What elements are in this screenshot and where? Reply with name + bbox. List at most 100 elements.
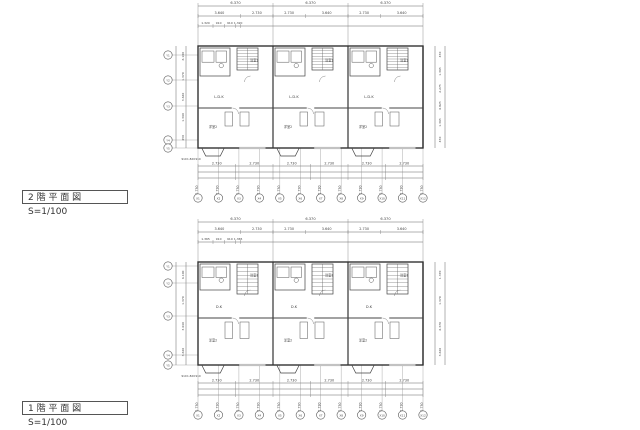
door-swing [382,317,389,325]
grid-label: X6 [298,196,302,200]
vertical-dimension-label: 450 [181,135,185,141]
grid-bubble [377,193,387,203]
dimension-label: 910 [216,21,222,25]
toilet-fixture [290,266,302,278]
grid-label: X1 [196,413,200,417]
grid-bubble [254,193,264,203]
dimension-label: 6.370 [380,217,391,221]
door-swing [319,75,326,83]
bath-fixture [201,266,215,278]
grid-bubble [357,193,367,203]
bath-fixture [201,50,215,63]
vertical-dimension-label: 2.730 [236,185,240,194]
dimension-label: 2.730 [362,162,372,166]
axis-label: Y3 [166,314,170,318]
dimension-label: 1.820 [187,157,195,161]
grid-bubble [163,261,173,271]
toilet-fixture [365,50,377,63]
grid-bubble [418,410,428,420]
axis-label: Y4 [166,138,170,142]
grid-bubble [275,193,285,203]
room-label: 洋室2 [359,124,367,129]
grid-bubble [213,410,223,420]
grid-label: X5 [278,413,282,417]
room-label: L.D.K [364,95,374,99]
grid-bubble [234,193,244,203]
axis-label: Y5 [166,363,170,367]
dimension-label: 910 [227,21,233,25]
vertical-dimension-label: 2.730 [256,402,260,411]
vertical-dimension-label: 2.730 [420,402,424,411]
door-swing [394,75,401,83]
vertical-dimension-label: 1.365 [438,67,442,76]
dimension-label: 6.370 [380,1,391,5]
room-label: 洋室2 [209,338,217,343]
room-label: L.D.K [214,95,224,99]
room-label: 洋室2 [284,338,292,343]
grid-label: X3 [237,413,241,417]
grid-bubble [163,75,173,85]
dimension-label: 910 [227,237,233,241]
grid-bubble [234,410,244,420]
dimension-label: 3.640 [322,11,332,15]
wash-basin [218,277,224,283]
grid-bubble [163,360,173,370]
axis-label: Y4 [166,353,170,357]
vertical-dimension-label: 2.730 [400,402,404,411]
dimension-label: 910 [181,157,187,161]
grid-bubble [398,410,408,420]
grid-bubble [163,311,173,321]
wet-area [199,47,231,77]
dimension-label: 2.730 [399,379,409,383]
grid-bubble [398,193,408,203]
dimension-label: 2.730 [249,162,259,166]
grid-label: X2 [217,196,221,200]
bay-window [201,364,225,374]
vertical-dimension-label: 1.370 [438,296,442,305]
vertical-dimension-label: 2.730 [297,402,301,411]
vertical-dimension-label: 3.640 [181,348,185,357]
bath-fixture [351,266,365,278]
grid-bubble [193,193,203,203]
vertical-dimension-label: 2.730 [400,185,404,194]
grid-bubble [193,410,203,420]
grid-label: X2 [217,413,221,417]
grid-bubble [213,193,223,203]
vertical-dimension-label: 2.730 [359,185,363,194]
dimension-label: 3.640 [322,227,332,231]
door-swing [307,107,314,115]
wash-basin [293,63,299,69]
dimension-label: 1.365 [234,237,243,241]
bath-fixture [276,50,290,63]
grid-label: X5 [278,196,282,200]
grid-bubble [377,410,387,420]
axis-label: Y2 [166,78,170,82]
second-floor-title: 2 階 平 面 図 S=1/100 [22,190,128,217]
room-label: 洋室2 [284,124,292,129]
vertical-dimension-label: 3.640 [438,348,442,357]
grid-label: X6 [298,413,302,417]
dimension-label: 2.730 [252,227,262,231]
vertical-dimension-label: 2.730 [195,185,199,194]
dimension-label: 1.320 [234,21,243,25]
grid-label: X8 [339,196,343,200]
vertical-dimension-label: 6.370 [438,322,442,331]
vertical-dimension-label: 2.730 [215,402,219,411]
closet [239,111,250,127]
door-swing [244,289,251,297]
grid-label: X7 [319,196,323,200]
dimension-label: 2.730 [252,11,262,15]
grid-bubble [163,278,173,288]
room-label: 洋室2 [359,338,367,343]
grid-label: X7 [319,413,323,417]
room-label: L.D.K [289,95,299,99]
dimension-label: 2.730 [287,379,297,383]
vertical-dimension-label: 2.730 [277,402,281,411]
room-label: 洋室1 [325,57,333,62]
door-swing [307,317,314,325]
vertical-dimension-label: 1.370 [181,296,185,305]
axis-label: Y1 [166,264,170,268]
room-label: 洋室1 [400,272,408,277]
grid-bubble [295,193,305,203]
